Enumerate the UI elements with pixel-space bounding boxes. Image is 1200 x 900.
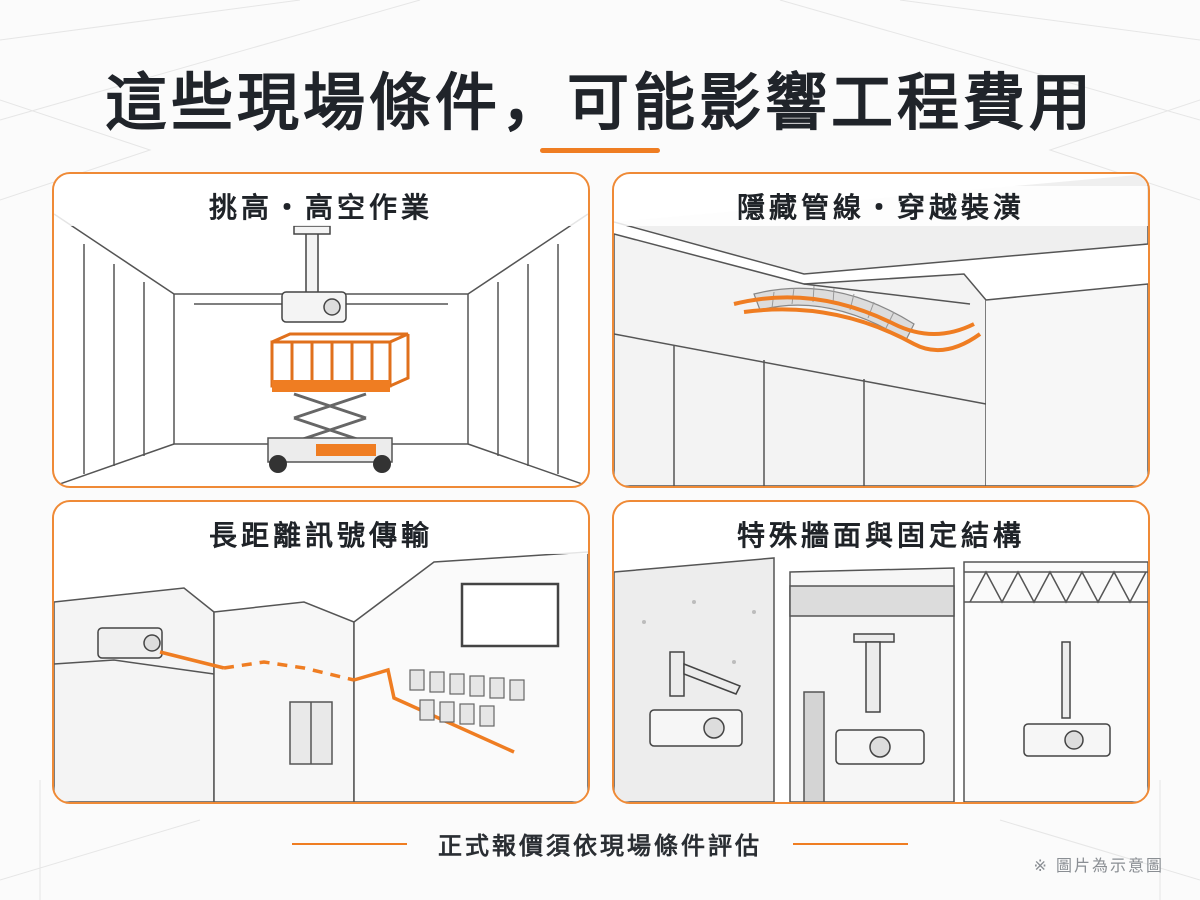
- panel-long-distance: 長距離訊號傳輸: [52, 500, 590, 804]
- special-wall-illustration: [614, 557, 1148, 802]
- page-title: 這些現場條件，可能影響工程費用: [104, 66, 1095, 139]
- footer-rule-left: [292, 843, 407, 845]
- panel-label-special-wall: 特殊牆面與固定結構: [614, 514, 1148, 554]
- scissor-lift-illustration: [54, 213, 588, 486]
- footer-rule-right: [793, 843, 908, 845]
- panel-special-wall: 特殊牆面與固定結構: [612, 500, 1150, 804]
- long-distance-illustration: [54, 551, 588, 802]
- illustration-note: ※ 圖片為示意圖: [1033, 856, 1164, 875]
- panel-label-long-distance: 長距離訊號傳輸: [54, 514, 588, 554]
- panel-label-hidden-conduit: 隱藏管線・穿越裝潢: [614, 186, 1148, 226]
- footer-text: 正式報價須依現場條件評估: [438, 832, 762, 860]
- title-underline: [540, 148, 660, 153]
- panel-hidden-conduit: 隱藏管線・穿越裝潢: [612, 172, 1150, 488]
- panel-high-ceiling: 挑高・高空作業: [52, 172, 590, 488]
- panel-label-high-ceiling: 挑高・高空作業: [54, 186, 588, 226]
